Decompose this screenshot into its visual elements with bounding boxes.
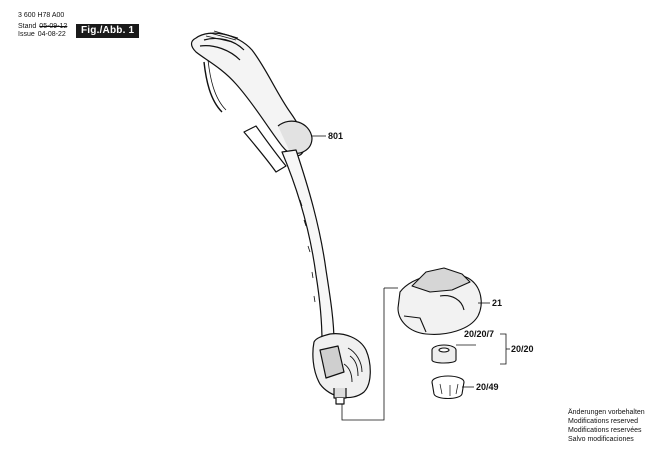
- stand-row: Stand 05-09-12: [18, 23, 67, 30]
- note-de: Änderungen vorbehalten: [568, 409, 645, 416]
- assembly-bracket: [341, 287, 398, 421]
- cap: [431, 375, 465, 400]
- footer-notes: Änderungen vorbehalten Modifications res…: [568, 408, 645, 444]
- issue-label: Issue: [18, 31, 35, 38]
- label-20-49: 20/49: [476, 382, 499, 392]
- stand-value: 05-09-12: [39, 23, 68, 30]
- figure-badge: Fig./Abb. 1: [76, 24, 140, 38]
- spool-cover: [397, 267, 482, 335]
- note-en: Modifications reserved: [568, 418, 639, 425]
- issue-value: 04-08-22: [37, 31, 66, 38]
- label-20-20: 20/20: [511, 344, 534, 354]
- label-20-20-7: 20/20/7: [464, 329, 494, 339]
- spool: [431, 344, 457, 364]
- label-21: 21: [492, 298, 502, 308]
- note-es: Salvo modificaciones: [568, 436, 634, 443]
- note-fr: Modifications reservées: [568, 427, 642, 434]
- stand-label: Stand: [18, 23, 37, 30]
- document-number: 3 600 H78 A00: [18, 12, 65, 19]
- leader-lines: [312, 135, 510, 388]
- label-801: 801: [328, 131, 343, 141]
- trimmer-housing: [190, 30, 371, 405]
- issue-row: Issue 04-08-22: [18, 31, 66, 38]
